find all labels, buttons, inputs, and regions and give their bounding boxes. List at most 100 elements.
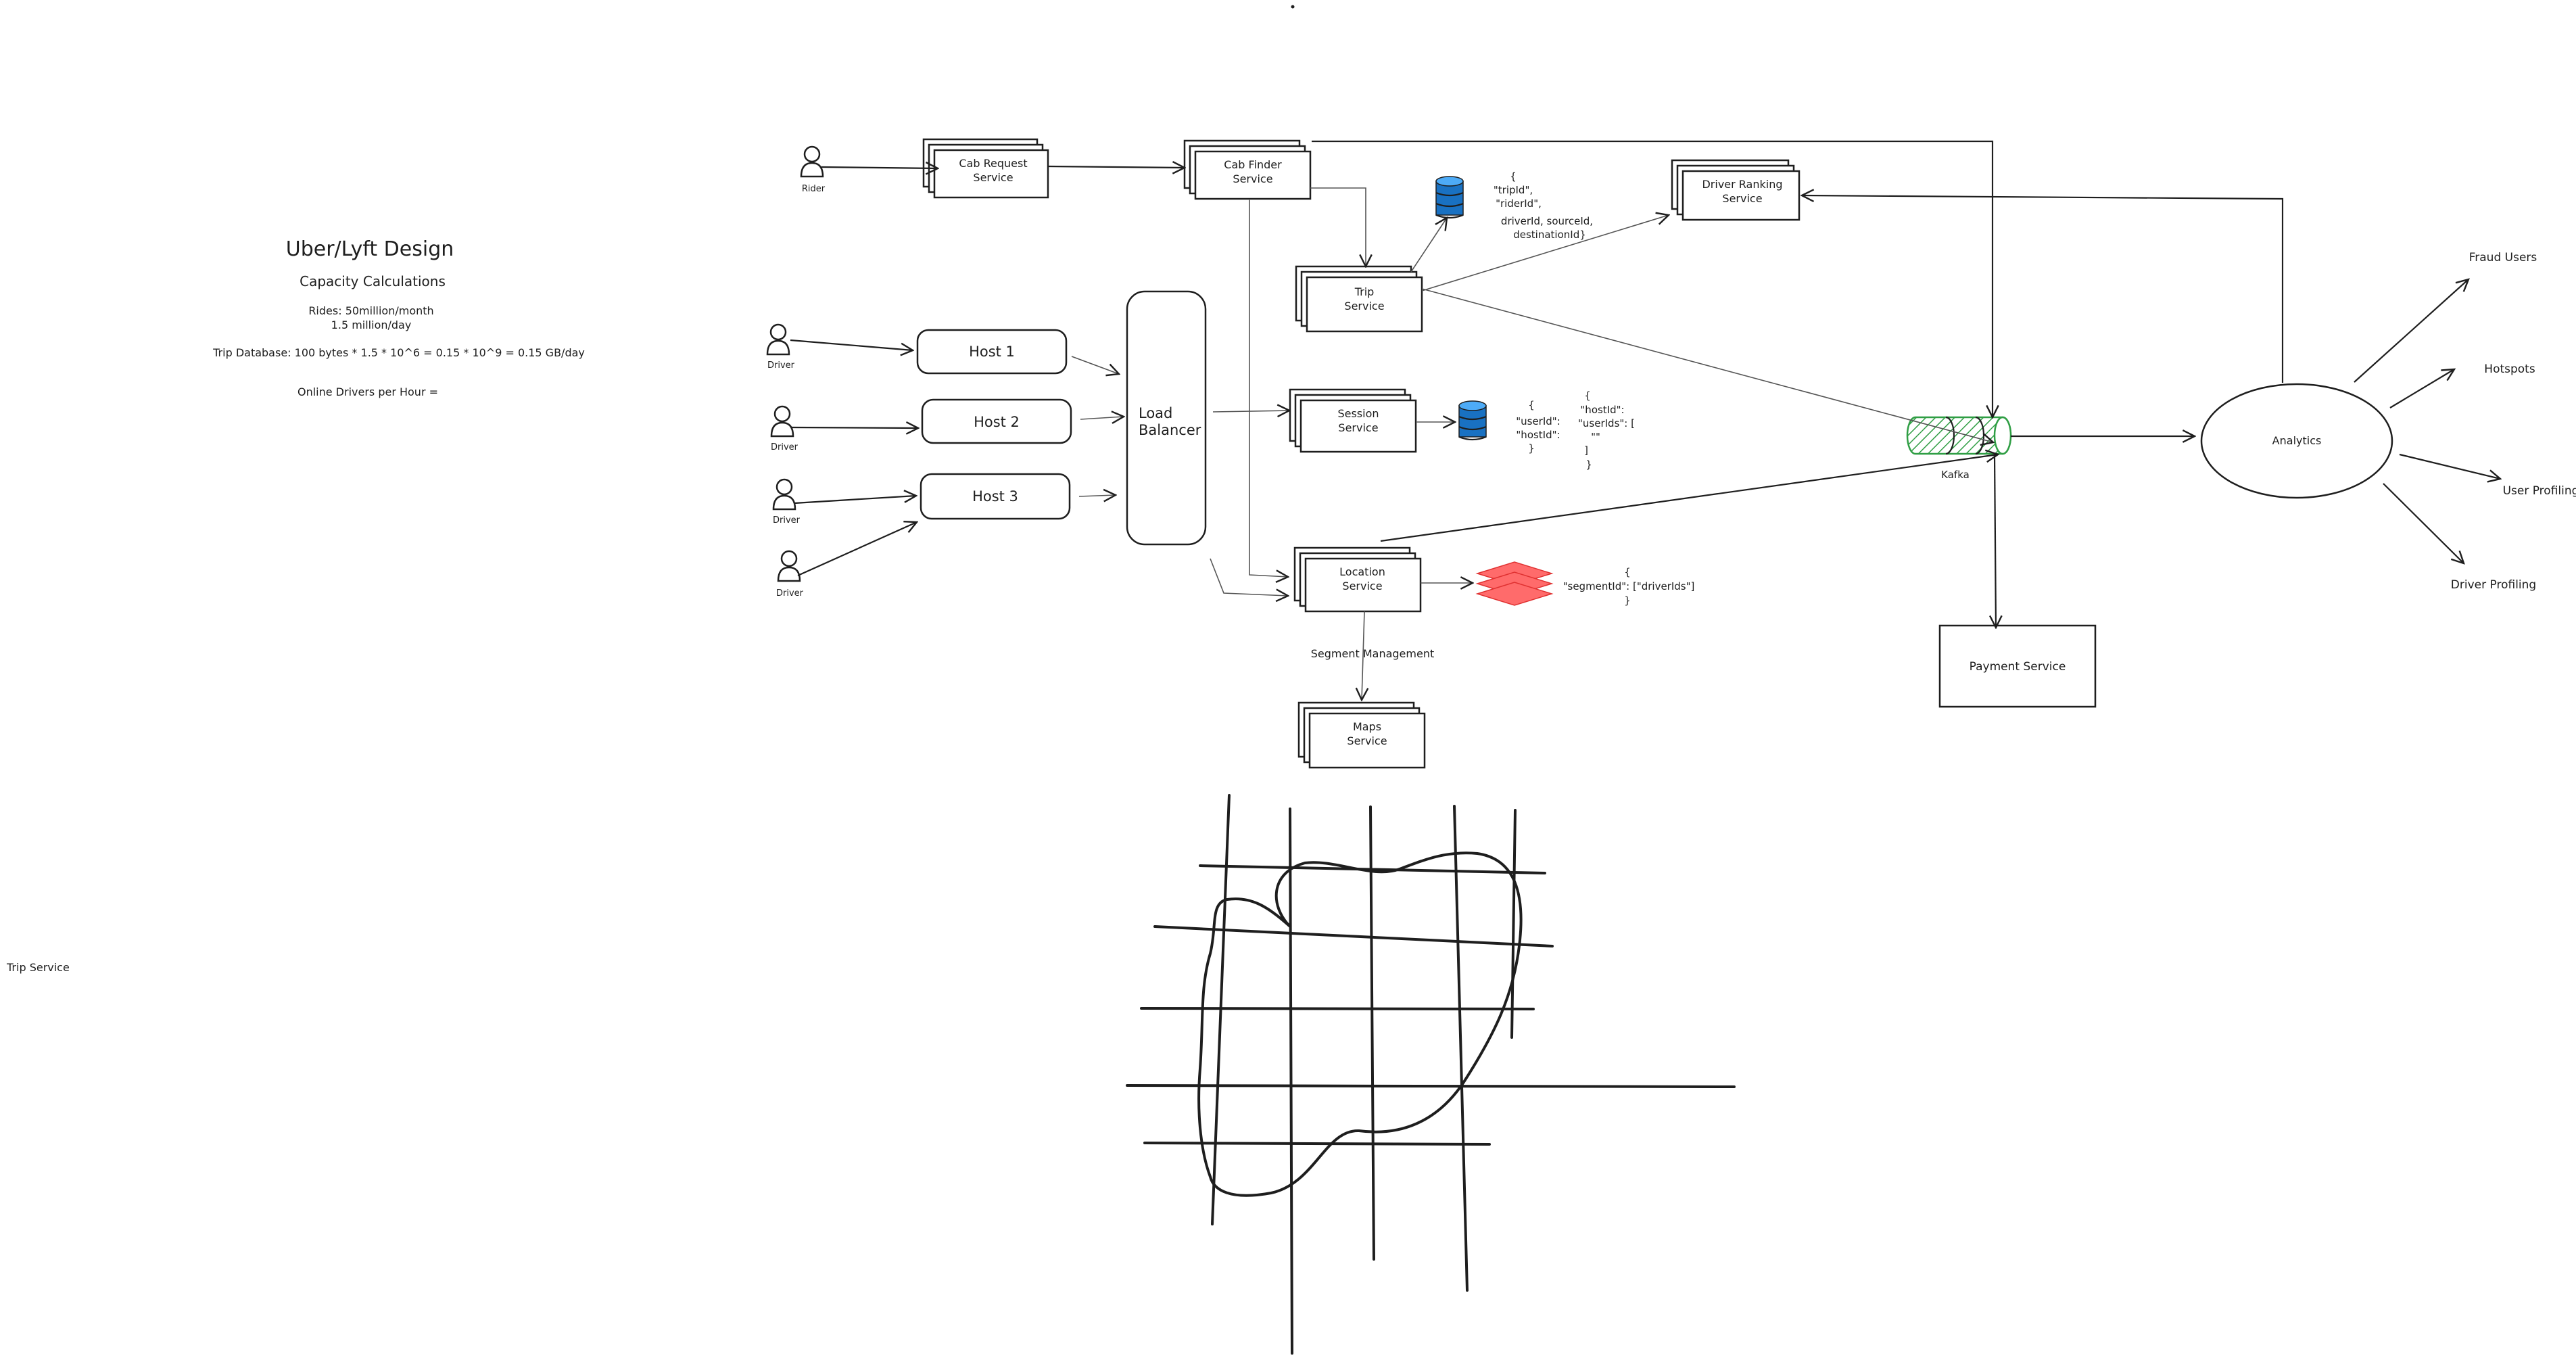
service-label-line2: Service <box>1347 734 1387 747</box>
geo-segment-grid-sketch <box>1126 794 1736 1355</box>
person-icon <box>800 145 824 178</box>
schema-line: ] <box>1584 444 1588 456</box>
schema-line: { <box>1510 170 1517 183</box>
cab-finder-service: Cab Finder Service <box>1183 139 1312 200</box>
session-schema-user: { "userId": "hostId": } <box>1516 399 1560 454</box>
host-1: Host 1 <box>916 329 1068 375</box>
schema-line: "userIds": [ <box>1578 417 1635 429</box>
service-label-line1: Maps <box>1353 720 1381 733</box>
service-label-line1: Cab Request <box>959 157 1027 170</box>
schema-line: destinationId} <box>1513 229 1586 241</box>
load-balancer: Load Balancer <box>1126 290 1207 546</box>
host-label: Host 1 <box>969 344 1015 360</box>
arrow-analytics-to-driver-ranking <box>1802 195 2284 383</box>
arrow-host-2-to-load-balancer <box>1080 417 1124 419</box>
arrow-host-3-to-load-balancer <box>1078 495 1116 496</box>
grid-line <box>1289 807 1293 1355</box>
service-label-line2: Service <box>1233 172 1272 185</box>
load-balancer-label-line1: Load <box>1139 405 1172 421</box>
person-icon <box>770 405 794 438</box>
grid-line <box>1369 805 1375 1261</box>
driver-label: Driver <box>776 588 804 599</box>
service-label-line2: Service <box>1342 580 1382 592</box>
side-note-trip-service: Trip Service <box>6 961 70 974</box>
schema-line: { <box>1584 390 1591 402</box>
grid-line <box>1143 1142 1491 1146</box>
trip-schema: { "tripId", "riderId", driverId, sourceI… <box>1494 170 1593 241</box>
driver-actor-1: Driver <box>766 323 795 371</box>
schema-line: "segmentId": ["driverIds"] <box>1563 580 1695 592</box>
schema-line: "tripId", <box>1494 184 1533 196</box>
session-schema-host: { "hostId": "userIds": [ "" ] } <box>1578 390 1635 471</box>
schema-line: "userId": <box>1516 415 1560 427</box>
service-label-line1: Driver Ranking <box>1702 178 1782 191</box>
location-service: Location Service <box>1293 546 1422 613</box>
arrow-driver-3-to-host-3 <box>794 496 916 505</box>
connections <box>790 140 2500 700</box>
arrow-cab-finder-to-location <box>1249 199 1288 577</box>
arrow-analytics-to-user-profiling <box>2399 453 2500 479</box>
arrow-cab-request-to-cab-finder <box>1047 166 1185 168</box>
rides-per-day: 1.5 million/day <box>331 319 412 331</box>
service-label-line1: Session <box>1337 407 1379 420</box>
schema-line: "hostId": <box>1516 429 1560 441</box>
capacity-heading: Capacity Calculations <box>300 273 446 289</box>
arrow-driver-1-to-host-1 <box>790 339 913 350</box>
online-drivers-note: Online Drivers per Hour = <box>297 385 438 398</box>
grid-line <box>1510 809 1517 1039</box>
service-label-line2: Service <box>1338 421 1378 434</box>
arrow-analytics-to-driver-profiling <box>2383 483 2464 563</box>
arrow-location-to-kafka <box>1380 454 1998 542</box>
schema-line: } <box>1624 594 1631 607</box>
schema-line: "" <box>1591 431 1600 443</box>
grid-line <box>1153 925 1554 947</box>
person-icon <box>766 323 790 356</box>
schema-line: "hostId": <box>1580 404 1624 416</box>
driver-ranking-service: Driver Ranking Service <box>1671 159 1800 221</box>
arrow-load-balancer-to-session <box>1212 411 1289 412</box>
trip-service: Trip Service <box>1295 265 1423 333</box>
service-label-line1: Cab Finder <box>1224 158 1282 171</box>
arrow-location-to-maps <box>1362 611 1364 700</box>
driver-label: Driver <box>767 360 795 371</box>
driver-actor-3: Driver <box>772 478 801 525</box>
arrow-cab-finder-to-kafka <box>1312 140 1993 417</box>
arrow-host-1-to-load-balancer <box>1071 356 1119 374</box>
segment-management-label: Segment Management <box>1311 647 1434 660</box>
load-balancer-label-line2: Balancer <box>1139 422 1201 438</box>
payment-service: Payment Service <box>1938 624 2097 708</box>
payment-service-label: Payment Service <box>1970 660 2066 674</box>
arrow-cab-finder-to-trip <box>1310 187 1366 266</box>
output-hotspots: Hotspots <box>2484 362 2535 376</box>
stray-dot <box>1291 5 1295 9</box>
kafka-label: Kafka <box>1941 469 1970 481</box>
grid-line <box>1453 805 1469 1292</box>
rider-actor: Rider <box>800 145 826 194</box>
city-boundary-outline <box>1197 851 1523 1197</box>
kafka-queue-icon <box>1906 416 2012 455</box>
schema-line: } <box>1585 459 1592 471</box>
arrow-trip-to-database <box>1410 218 1447 273</box>
arrow-trip-to-kafka <box>1421 288 1993 442</box>
analytics-label: Analytics <box>2272 434 2322 447</box>
service-label-line1: Location <box>1339 565 1385 578</box>
schema-line: } <box>1528 442 1535 454</box>
rider-label: Rider <box>802 184 826 194</box>
host-label: Host 2 <box>974 414 1020 430</box>
output-user-profiling: User Profiling <box>2503 484 2576 498</box>
rides-per-month: Rides: 50million/month <box>308 304 433 317</box>
service-label-line2: Service <box>1344 300 1384 312</box>
arrow-driver-4-to-host-3 <box>797 522 917 577</box>
arrow-trip-to-driver-ranking <box>1421 215 1669 291</box>
arrow-rider-to-cab-request <box>821 167 938 168</box>
session-database-icon <box>1458 400 1487 441</box>
service-label-line2: Service <box>1722 192 1762 205</box>
arrow-driver-2-to-host-2 <box>790 427 918 428</box>
person-icon <box>777 550 801 582</box>
arrow-load-balancer-to-location <box>1210 558 1288 596</box>
segment-schema: { "segmentId": ["driverIds"] } <box>1563 566 1695 607</box>
schema-line: { <box>1528 399 1535 411</box>
driver-actor-2: Driver <box>770 405 798 452</box>
host-2: Host 2 <box>921 398 1072 444</box>
